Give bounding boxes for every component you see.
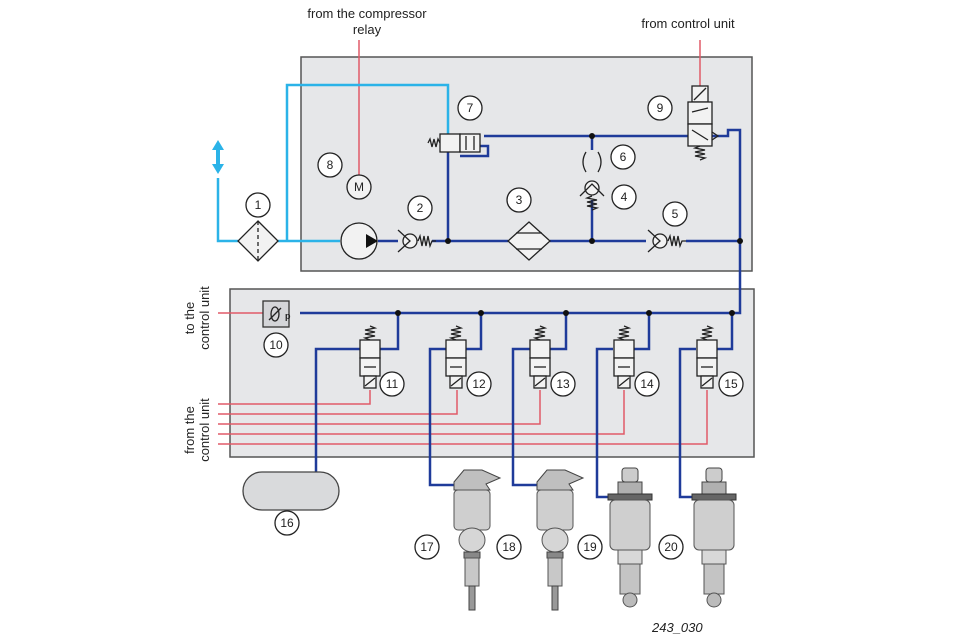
valve-block-panel: [229, 288, 755, 458]
component-number: 3: [516, 193, 523, 207]
component-number: 17: [420, 540, 434, 554]
air-strut-18-icon: [536, 469, 585, 611]
from-the-control-unit-label-line1: from the: [182, 406, 197, 454]
component-badge-11: 11: [379, 371, 405, 397]
solenoid-valve-14-icon: [613, 325, 635, 389]
component-number: 16: [280, 516, 294, 530]
to-control-unit-label-line2: control unit: [197, 286, 212, 350]
component-number: 2: [417, 201, 424, 215]
air-filter-icon: [237, 220, 279, 262]
component-number: 15: [724, 377, 738, 391]
component-badge-20: 20: [658, 534, 684, 560]
component-badge-10: 10: [263, 332, 289, 358]
to-control-unit-label-line1: to the: [182, 302, 197, 335]
wire-valve-15: [218, 390, 708, 445]
component-number: 20: [664, 540, 678, 554]
component-badge-2: 2: [407, 195, 433, 221]
component-badge-13: 13: [550, 371, 576, 397]
solenoid-valve-15-icon: [696, 325, 718, 389]
air-strut-17-icon: [453, 469, 502, 611]
check-valve-5-icon: [647, 229, 686, 253]
component-badge-12: 12: [466, 371, 492, 397]
component-number: 6: [620, 150, 627, 164]
component-badge-7: 7: [457, 95, 483, 121]
component-badge-6: 6: [610, 144, 636, 170]
wire-valve-11: [218, 390, 371, 405]
component-number: 5: [672, 207, 679, 221]
component-number: 4: [621, 190, 628, 204]
motor-symbol-text: M: [354, 180, 364, 194]
component-badge-17: 17: [414, 534, 440, 560]
component-number: 9: [657, 101, 664, 115]
exhaust-return-line: [285, 83, 450, 241]
component-badge-14: 14: [634, 371, 660, 397]
restrictor-6-icon: [582, 151, 602, 173]
component-number: 18: [502, 540, 516, 554]
wire-valve-12: [218, 390, 458, 415]
motor-icon: M: [346, 174, 372, 200]
intake-line-to-filter: [216, 178, 238, 243]
compressor-relay-label-line1: from the compressor: [307, 6, 427, 21]
from-the-control-unit-label-line2: control unit: [197, 398, 212, 462]
from-control-unit-label: from control unit: [641, 16, 735, 31]
component-number: 12: [472, 377, 486, 391]
component-badge-5: 5: [662, 201, 688, 227]
component-badge-4: 4: [611, 184, 637, 210]
solenoid-valve-12-icon: [445, 325, 467, 389]
component-number: 19: [583, 540, 597, 554]
component-number: 14: [640, 377, 654, 391]
air-strut-19-icon: [607, 467, 653, 608]
pneumatic-valve-7-icon: [427, 133, 481, 153]
component-badge-15: 15: [718, 371, 744, 397]
compressor-icon: [340, 222, 378, 260]
component-number: 7: [467, 101, 474, 115]
component-badge-16: 16: [274, 510, 300, 536]
component-number: 8: [327, 158, 334, 172]
compressor-relay-label-line2: relay: [353, 22, 382, 37]
solenoid-valve-13-icon: [529, 325, 551, 389]
check-valve-2-icon: [397, 229, 436, 253]
wire-valve-14: [218, 390, 625, 435]
air-dryer-icon: [507, 221, 551, 261]
pressure-lines: [300, 128, 743, 499]
component-badge-1: 1: [245, 192, 271, 218]
component-number: 13: [556, 377, 570, 391]
component-badge-8: 8: [317, 152, 343, 178]
check-valve-4-icon: [579, 180, 605, 211]
air-strut-20-icon: [691, 467, 737, 608]
pressure-symbol-text: p: [285, 311, 291, 321]
pressure-sender-icon: p: [262, 300, 291, 328]
component-number: 1: [255, 198, 262, 212]
component-number: 10: [269, 338, 283, 352]
air-struts: [453, 467, 737, 611]
intake-exhaust-lines: [212, 83, 450, 243]
component-badge-18: 18: [496, 534, 522, 560]
intake-exhaust-arrow-icon: [212, 140, 224, 174]
solenoid-valve-9-icon: [687, 85, 720, 161]
figure-code: 243_030: [651, 620, 703, 635]
pressure-reservoir-icon: [242, 471, 340, 511]
component-badge-19: 19: [577, 534, 603, 560]
solenoid-valve-11-icon: [359, 325, 381, 389]
component-badge-9: 9: [647, 95, 673, 121]
component-number: 11: [386, 377, 399, 391]
wire-valve-13: [218, 390, 541, 425]
component-badge-3: 3: [506, 187, 532, 213]
electrical-lines: [218, 40, 708, 445]
solenoid-valves: [359, 325, 718, 389]
